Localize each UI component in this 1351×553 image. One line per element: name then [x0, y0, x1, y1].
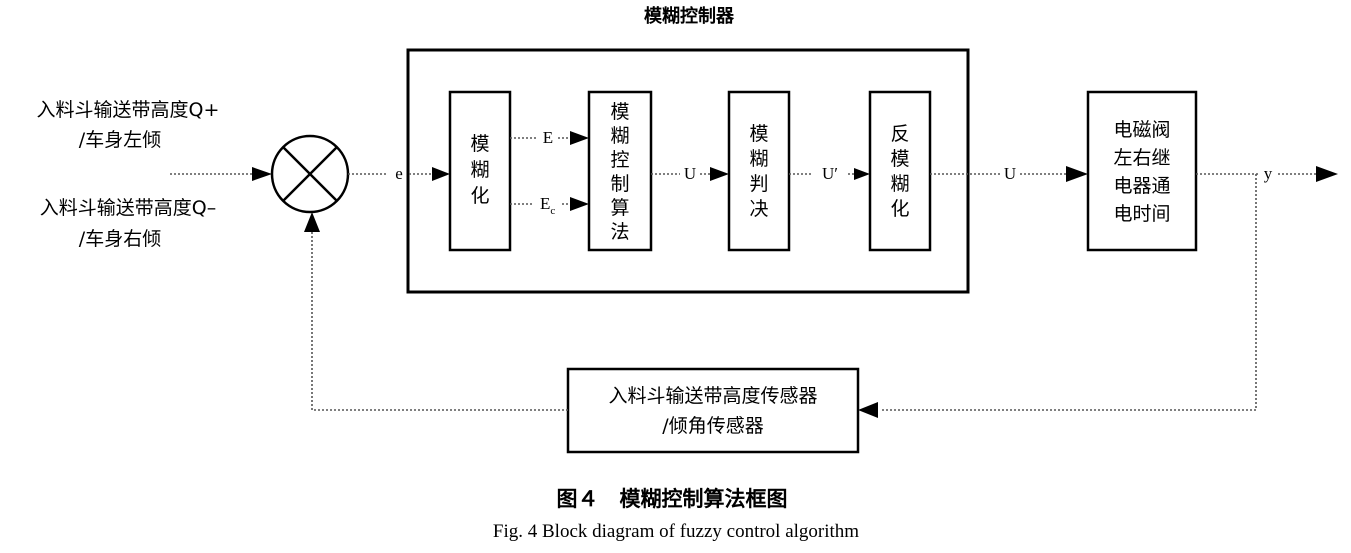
defuzzify-char-4: 化 — [890, 198, 909, 220]
signal-Ec: Ec — [540, 194, 555, 217]
feedback-line-left — [311, 228, 568, 411]
signal-U-prime: U′ — [822, 164, 838, 183]
input-plus-line2: /车身左倾 — [79, 129, 161, 151]
algorithm-char-2: 糊 — [610, 125, 629, 147]
algorithm-char-3: 控 — [610, 149, 629, 171]
caption-en: Fig. 4 Block diagram of fuzzy control al… — [493, 521, 859, 542]
input-minus-line2: /车身右倾 — [79, 228, 161, 250]
U1-arrow — [710, 167, 729, 181]
Ec-arrow — [570, 197, 589, 211]
controller-frame — [406, 48, 970, 294]
feedback-arrow-sensor — [858, 402, 878, 418]
decision-char-4: 决 — [749, 198, 768, 220]
actuator-line-3: 电器通 — [1113, 175, 1170, 197]
input-minus-line1: 入料斗输送带高度Q– — [40, 197, 216, 219]
fuzzify-char-3: 化 — [470, 185, 489, 207]
decision-char-2: 糊 — [749, 148, 768, 170]
algorithm-char-1: 模 — [610, 101, 629, 123]
signal-U1: U — [684, 164, 696, 183]
sensor-block — [566, 367, 860, 454]
decision-char-3: 判 — [749, 173, 768, 195]
input-arrow — [252, 167, 272, 181]
decision-block — [727, 90, 791, 252]
U2-arrow — [1066, 166, 1088, 182]
defuzzify-block — [868, 90, 932, 252]
signal-E: E — [543, 128, 553, 147]
E-arrow — [570, 131, 589, 145]
actuator-block — [1086, 90, 1198, 252]
actuator-line-2: 左右继 — [1113, 147, 1170, 169]
fuzzify-char-2: 糊 — [470, 159, 489, 181]
defuzzify-char-2: 模 — [890, 148, 909, 170]
controller-title: 模糊控制器 — [644, 5, 735, 27]
signal-y: y — [1264, 164, 1273, 183]
feedback-line-right — [880, 174, 1257, 411]
Uprime-arrow — [854, 168, 870, 180]
actuator-line-1: 电磁阀 — [1113, 119, 1170, 141]
algorithm-char-5: 算 — [610, 197, 629, 219]
actuator-line-4: 电时间 — [1113, 203, 1170, 225]
feedback-arrow-junction — [304, 212, 320, 232]
algorithm-block — [587, 90, 653, 252]
algorithm-char-6: 法 — [610, 221, 629, 243]
signal-Ec-sub: c — [550, 205, 555, 217]
fuzzify-block — [448, 90, 512, 252]
sensor-line-2: /倾角传感器 — [662, 415, 763, 437]
fuzzify-char-1: 模 — [470, 133, 489, 155]
signal-e: e — [395, 164, 403, 183]
summing-junction — [270, 134, 350, 214]
e-arrow — [432, 167, 450, 181]
signal-U2: U — [1004, 164, 1016, 183]
caption-zh: 图４ 模糊控制算法框图 — [557, 487, 788, 511]
defuzzify-char-3: 糊 — [890, 173, 909, 195]
signal-Ec-base: E — [540, 194, 550, 213]
input-plus-line1: 入料斗输送带高度Q+ — [37, 99, 220, 121]
defuzzify-char-1: 反 — [890, 123, 909, 145]
decision-char-1: 模 — [749, 123, 768, 145]
sensor-line-1: 入料斗输送带高度传感器 — [608, 385, 817, 407]
y-arrow — [1316, 166, 1338, 182]
algorithm-char-4: 制 — [610, 173, 629, 195]
